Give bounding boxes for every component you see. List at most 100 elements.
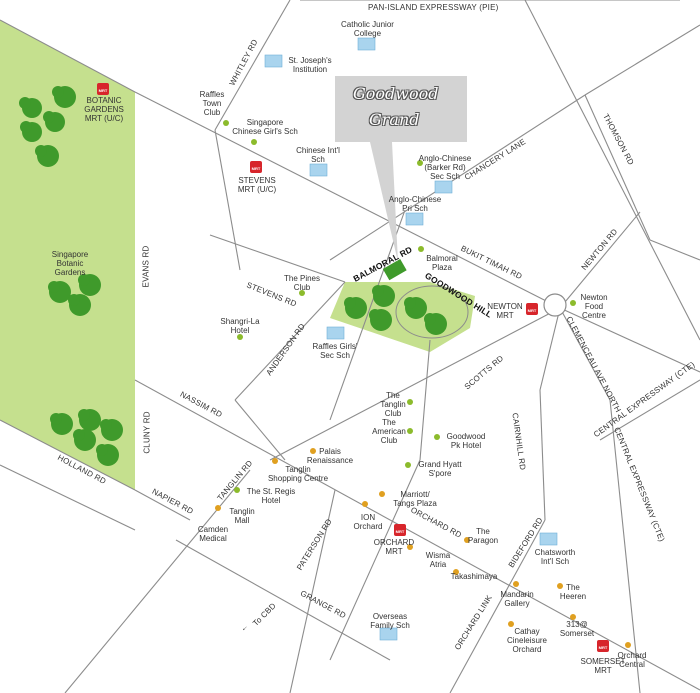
tree-icon xyxy=(96,444,119,466)
mrt-badge-text: MRT xyxy=(395,529,405,534)
mrt-icons xyxy=(97,83,609,652)
label-acs-barker: Anglo-Chinese (Barker Rd) Sec Sch xyxy=(418,154,472,181)
mrt-badge-text: MRT xyxy=(527,308,537,313)
tree-icon xyxy=(43,111,65,132)
poi-dot xyxy=(407,399,413,405)
poi-dot xyxy=(464,537,470,543)
callout-line1: Goodwood xyxy=(353,84,439,103)
label-chinese-intl: Chinese Int'l Sch xyxy=(296,146,340,164)
poi-dot xyxy=(215,505,221,511)
label-pines-club: The Pines Club xyxy=(283,274,321,292)
label-ion: ION Orchard xyxy=(353,513,383,531)
school-icon xyxy=(434,180,453,194)
mrt-badge-text: MRT xyxy=(251,166,261,171)
tree-icon xyxy=(404,297,427,319)
label-chatsworth: Chatsworth Int'l Sch xyxy=(534,548,576,566)
label-palais: Palais Renaissance xyxy=(306,447,354,465)
poi-dot xyxy=(299,290,305,296)
label-botanic-gardens: Singapore Botanic Gardens xyxy=(51,250,89,277)
label-camden: Camden Medical xyxy=(197,525,229,543)
poi-dot xyxy=(251,139,257,145)
label-shangri-la: Shangri-La Hotel xyxy=(220,317,260,335)
label-tanglin-sc: Tanglin Shopping Centre xyxy=(267,465,329,483)
school-icon xyxy=(326,326,345,340)
mrt-badge-text: MRT xyxy=(598,645,608,650)
label-somerset313: 313@ Somerset xyxy=(559,620,595,638)
tree-icon xyxy=(52,86,76,108)
label-st-josephs: St. Joseph's Institution xyxy=(288,56,332,74)
orange-poi-dots xyxy=(215,448,631,648)
label-botanic-mrt: BOTANIC GARDENS MRT (U/C) xyxy=(84,96,124,123)
label-raffles-girls: Raffles Girls' Sec Sch xyxy=(312,342,358,360)
poi-dot xyxy=(508,621,514,627)
label-mandarin: Mandarin Gallery xyxy=(500,590,534,608)
poi-dot xyxy=(570,300,576,306)
poi-dot xyxy=(570,614,576,620)
label-paragon: The Paragon xyxy=(467,527,499,545)
label-spore-chinese-girls: Singapore Chinese Girl's Sch xyxy=(232,118,298,136)
tree-icon xyxy=(73,429,96,451)
mrt-icon xyxy=(394,524,406,536)
label-st-regis: The St. Regis Hotel xyxy=(246,487,296,505)
label-wisma: Wisma Atria xyxy=(425,551,451,569)
label-grand-hyatt: Grand Hyatt S'pore xyxy=(418,460,462,478)
school-icon xyxy=(405,212,424,226)
school-icons xyxy=(264,37,558,641)
poi-dot xyxy=(407,428,413,434)
tree-icon xyxy=(344,297,367,319)
school-icon xyxy=(264,54,283,68)
tree-icon xyxy=(424,313,447,335)
mrt-icon xyxy=(97,83,109,95)
school-icon xyxy=(309,163,328,177)
green-poi-dots xyxy=(223,120,576,493)
poi-dot xyxy=(513,581,519,587)
poi-dot xyxy=(237,334,243,340)
label-orchard-central: Orchard Central xyxy=(617,651,647,669)
poi-dot xyxy=(272,458,278,464)
tree-icon xyxy=(78,409,101,431)
school-icon xyxy=(539,532,558,546)
goodwood-hill-loop xyxy=(395,285,469,339)
label-somerset-mrt: SOMERSET MRT xyxy=(580,657,626,675)
label-raffles-town-club: Raffles Town Club xyxy=(199,90,225,117)
poi-dot xyxy=(557,583,563,589)
poi-dot xyxy=(362,501,368,507)
label-american-club: The American Club xyxy=(372,418,406,445)
label-overseas-family: Overseas Family Sch xyxy=(370,612,410,630)
tree-icon xyxy=(19,97,42,118)
road-label-pie: PAN-ISLAND EXPRESSWAY (PIE) xyxy=(368,3,499,12)
label-newton-mrt: NEWTON MRT xyxy=(487,302,523,320)
tree-icon xyxy=(372,285,395,307)
goodwood-grand-site xyxy=(382,258,407,281)
tree-icon xyxy=(20,121,42,142)
school-icon xyxy=(357,37,376,51)
mrt-badge-text: MRT xyxy=(98,88,108,93)
callout-pointer xyxy=(370,142,398,262)
tree-icon xyxy=(100,419,123,441)
label-heeren: The Heeren xyxy=(559,583,587,601)
poi-dot xyxy=(234,487,240,493)
tree-icon xyxy=(48,281,71,303)
label-stevens-mrt: STEVENS MRT (U/C) xyxy=(237,176,277,194)
tree-icon xyxy=(35,145,59,167)
poi-dot xyxy=(625,642,631,648)
tree-icon xyxy=(78,274,101,296)
callout-line2: Grand xyxy=(369,110,420,129)
poi-dot xyxy=(417,160,423,166)
tree-icon xyxy=(369,309,392,331)
poi-dot xyxy=(453,569,459,575)
poi-dot xyxy=(418,246,424,252)
tree-icon xyxy=(68,294,91,316)
mrt-icon xyxy=(250,161,262,173)
poi-dot xyxy=(407,544,413,550)
label-tanglin-mall: Tanglin Mall xyxy=(229,507,255,525)
road-label-cluny: CLUNY RD xyxy=(142,411,152,454)
tree-icon xyxy=(50,413,73,435)
tree-icons xyxy=(19,86,447,466)
poi-dot xyxy=(223,120,229,126)
poi-dot xyxy=(405,462,411,468)
poi-dot xyxy=(310,448,316,454)
label-tanglin-club: The Tanglin Club xyxy=(380,391,406,418)
